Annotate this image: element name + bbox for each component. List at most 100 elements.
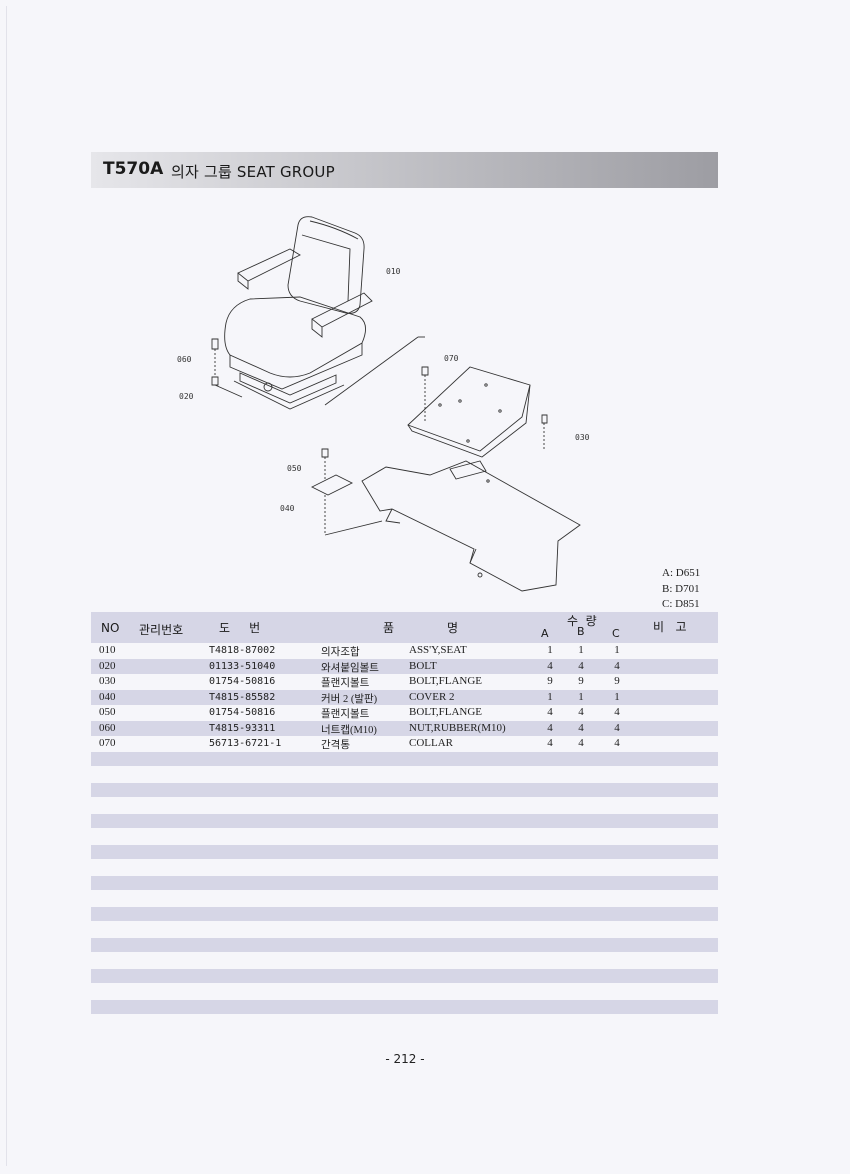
section-code: T570A [103,159,164,179]
row-qty-a: 1 [547,690,553,703]
row-qty-c: 9 [614,675,620,687]
seat-base [239,372,337,404]
row-qty-b: 4 [578,659,584,672]
row-no: 010 [99,644,116,656]
row-part-no: 56713-6721-1 [209,738,282,749]
row-name-en: BOLT,FLANGE [409,675,483,687]
row-no: 020 [99,659,116,672]
empty-row-stripe [91,907,718,921]
right-armrest [311,292,373,328]
header-remarks: 비 고 [653,620,687,634]
empty-row-stripe [91,876,718,890]
section-header: T570A 의자 그룹 SEAT GROUP [91,152,718,188]
page-number: - 212 - [385,1052,425,1066]
parts-table-header: NO 관리번호 도 번 품 명 수 량 A B C 비 고 [91,612,718,643]
row-qty-a: 4 [547,721,553,734]
row-qty-c: 1 [614,690,620,703]
empty-row-stripe [91,752,718,766]
page-edge [6,6,837,1166]
header-part-name-1: 품 [383,621,395,635]
row-part-no: 01754-50816 [209,676,276,687]
row-no: 050 [99,706,116,718]
row-name-kr: 너트캡(M10) [321,724,377,736]
row-name-kr: 플랜지볼트 [321,709,370,720]
row-qty-a: 1 [547,644,553,656]
table-row: 030 01754-50816 플랜지볼트 BOLT,FLANGE 9 9 9 [91,674,718,690]
cover-2 [310,474,354,496]
row-part-no: T4818-87002 [209,645,276,656]
row-qty-b: 9 [578,675,584,687]
callout-010: 010 [386,267,401,276]
row-qty-c: 4 [614,706,620,718]
callout-020: 020 [179,392,194,401]
header-qty-a: A [541,627,549,640]
seat-cushion [224,296,366,378]
empty-row-stripe [91,969,718,983]
floor-panel [361,460,581,592]
row-qty-c: 1 [614,644,620,656]
model-a: A: D651 [662,567,701,579]
row-name-en: NUT,RUBBER(M10) [409,721,506,734]
row-qty-c: 4 [614,659,620,672]
row-no: 060 [99,721,116,734]
empty-row-stripe [91,845,718,859]
model-c: C: D851 [662,598,700,610]
table-row: 070 56713-6721-1 간격통 COLLAR 4 4 4 [91,736,718,752]
row-no: 040 [99,690,116,703]
row-name-en: ASS'Y,SEAT [409,644,467,656]
table-row: 040 T4815-85582 커버 2 (발판) COVER 2 1 1 1 [91,689,718,705]
row-name-kr: 간격통 [321,740,350,751]
row-qty-a: 4 [547,737,553,749]
row-qty-b: 1 [578,644,584,656]
row-qty-a: 4 [547,706,553,718]
header-no: NO [101,621,120,635]
row-name-en: COVER 2 [409,690,455,703]
row-qty-b: 4 [578,721,584,734]
row-qty-c: 4 [614,721,620,734]
parts-table-body: 010 T4818-87002 의자조합 ASS'Y,SEAT 1 1 1 02… [91,643,718,752]
model-b: B: D701 [662,582,700,595]
empty-row-stripe [91,1000,718,1014]
row-qty-c: 4 [614,737,620,749]
header-qty: 수 량 [567,614,597,628]
floor-plate [407,366,531,452]
row-no: 070 [99,737,116,749]
callout-050: 050 [287,464,302,473]
bolt-050 [321,448,329,458]
table-row: 020 01133-51040 와셔붙임볼트 BOLT 4 4 4 [91,658,718,674]
callout-070: 070 [444,354,459,363]
row-name-en: BOLT,FLANGE [409,706,483,718]
callout-040: 040 [280,504,295,513]
exploded-parts-drawing: 010 060 020 070 030 050 040 [150,205,610,605]
empty-row-stripe [91,783,718,797]
bolt-030 [541,414,548,424]
callout-030: 030 [575,433,590,442]
row-name-kr: 와셔붙임볼트 [321,662,379,674]
row-qty-b: 1 [578,690,584,703]
header-qty-c: C [612,627,620,640]
header-drawing-no: 도 번 [219,621,261,635]
header-mgmt-no: 관리번호 [139,623,184,637]
seat-assembly-illustration [211,216,581,592]
row-part-no: 01754-50816 [209,707,276,718]
row-part-no: T4815-93311 [209,722,276,734]
table-row: 060 T4815-93311 너트캡(M10) NUT,RUBBER(M10)… [91,720,718,736]
section-title: 의자 그룹 SEAT GROUP [171,163,335,181]
row-name-kr: 의자조합 [321,647,360,658]
header-qty-b: B [577,625,585,638]
collar-070 [421,366,429,376]
row-qty-a: 4 [547,659,553,672]
row-name-en: BOLT [409,659,437,672]
bolt-020 [211,376,219,386]
table-row: 010 T4818-87002 의자조합 ASS'Y,SEAT 1 1 1 [91,643,718,659]
empty-row-stripe [91,938,718,952]
empty-row-stripe [91,814,718,828]
row-qty-b: 4 [578,737,584,749]
callout-060: 060 [177,355,192,364]
row-qty-a: 9 [547,675,553,687]
table-row: 050 01754-50816 플랜지볼트 BOLT,FLANGE 4 4 4 [91,705,718,721]
model-legend: A: D651 B: D701 C: D851 [662,566,700,613]
row-name-kr: 플랜지볼트 [321,678,370,689]
row-name-en: COLLAR [409,737,453,749]
row-name-kr: 커버 2 (발판) [321,693,378,705]
